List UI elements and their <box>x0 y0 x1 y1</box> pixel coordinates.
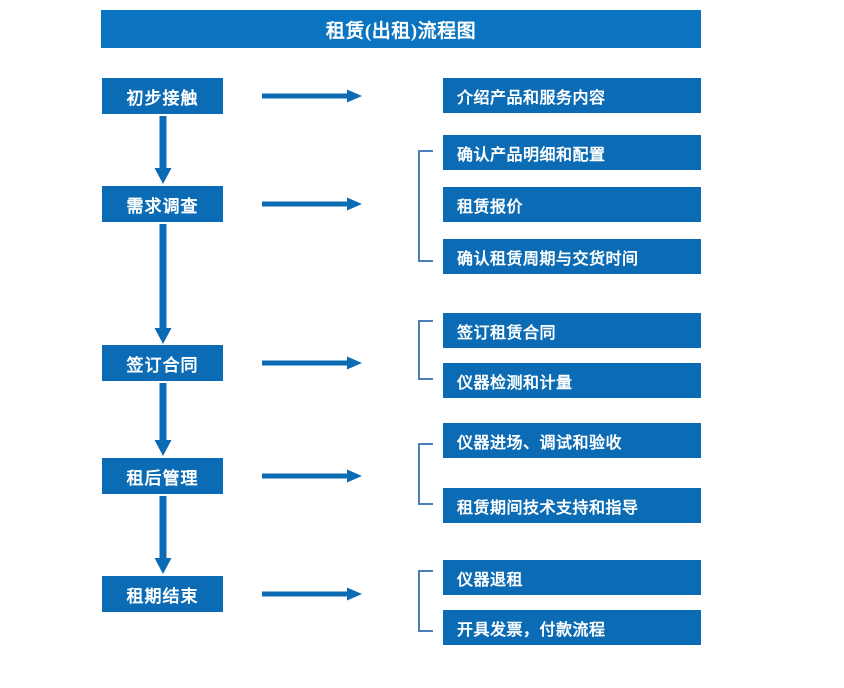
stage-box-1[interactable]: 初步接触 <box>102 78 223 114</box>
detail-box-5-1[interactable]: 仪器退租 <box>443 560 701 595</box>
arrow-down-icon-2 <box>152 224 174 344</box>
arrow-right-icon-4 <box>262 469 362 483</box>
arrow-right-icon-2 <box>262 197 362 211</box>
detail-box-2-1[interactable]: 确认产品明细和配置 <box>443 135 701 170</box>
detail-box-4-2[interactable]: 租赁期间技术支持和指导 <box>443 488 701 523</box>
bracket-icon-group-4 <box>418 443 433 505</box>
stage-box-4[interactable]: 租后管理 <box>102 458 223 494</box>
detail-box-3-2[interactable]: 仪器检测和计量 <box>443 363 701 398</box>
stage-box-2[interactable]: 需求调查 <box>102 186 223 222</box>
detail-box-5-2[interactable]: 开具发票，付款流程 <box>443 610 701 645</box>
bracket-icon-group-5 <box>418 570 433 632</box>
bracket-icon-group-2 <box>418 150 433 262</box>
page-title: 租赁(出租)流程图 <box>101 10 701 48</box>
arrow-right-icon-1 <box>262 89 362 103</box>
detail-box-1-1[interactable]: 介绍产品和服务内容 <box>443 78 701 113</box>
arrow-right-icon-5 <box>262 587 362 601</box>
detail-box-3-1[interactable]: 签订租赁合同 <box>443 313 701 348</box>
stage-box-3[interactable]: 签订合同 <box>102 345 223 381</box>
detail-box-2-2[interactable]: 租赁报价 <box>443 187 701 222</box>
stage-box-5[interactable]: 租期结束 <box>102 576 223 612</box>
detail-box-4-1[interactable]: 仪器进场、调试和验收 <box>443 423 701 458</box>
arrow-down-icon-1 <box>152 116 174 184</box>
arrow-down-icon-4 <box>152 496 174 574</box>
arrow-down-icon-3 <box>152 383 174 456</box>
bracket-icon-group-3 <box>418 320 433 380</box>
detail-box-2-3[interactable]: 确认租赁周期与交货时间 <box>443 239 701 274</box>
arrow-right-icon-3 <box>262 356 362 370</box>
